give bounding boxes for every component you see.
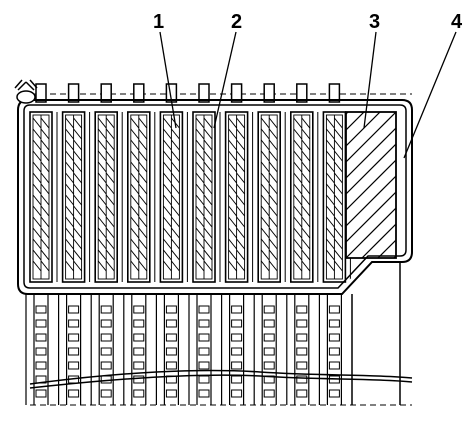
top-tab-4	[133, 83, 145, 103]
callout-3: 3	[369, 11, 380, 33]
hatched-block	[345, 111, 397, 259]
valve-icon	[14, 79, 38, 104]
rail-7	[221, 294, 245, 405]
leader-line-1	[159, 31, 177, 129]
top-tab-9	[296, 83, 308, 103]
top-tab-8	[263, 83, 275, 103]
top-tab-1	[35, 83, 47, 103]
plate-6	[192, 111, 221, 283]
plate-2	[61, 111, 91, 283]
lower-rails	[25, 294, 342, 405]
top-tab-3	[100, 83, 112, 103]
rail-2	[57, 294, 82, 405]
rail-1	[25, 294, 49, 405]
right-side-panel	[351, 262, 401, 405]
callout-1: 1	[153, 11, 164, 33]
rail-4	[123, 294, 147, 405]
plate-8	[257, 111, 286, 283]
rail-10	[318, 294, 342, 405]
top-tab-7	[230, 83, 243, 103]
plate-5	[159, 111, 188, 283]
plate-7	[224, 111, 254, 283]
top-connector-tabs	[35, 83, 341, 103]
rail-9	[286, 294, 310, 405]
top-tab-6	[198, 83, 210, 103]
callout-4: 4	[451, 11, 463, 33]
plate-pack	[29, 111, 351, 283]
rail-3	[90, 294, 114, 405]
rail-6	[188, 294, 212, 405]
callout-2: 2	[231, 11, 242, 33]
outer-frame	[17, 99, 413, 295]
plate-4	[127, 111, 156, 283]
rail-5	[155, 294, 179, 405]
plate-1	[29, 111, 58, 283]
wavy-shaft	[29, 369, 413, 389]
leader-line-2	[213, 31, 237, 129]
leader-line-4	[403, 31, 457, 159]
leader-lines	[159, 31, 457, 159]
top-tab-2	[67, 83, 80, 103]
plate-3	[94, 111, 123, 283]
leader-line-3	[363, 31, 377, 129]
top-tab-10	[328, 83, 341, 103]
plate-9	[289, 111, 319, 283]
rail-8	[253, 294, 277, 405]
